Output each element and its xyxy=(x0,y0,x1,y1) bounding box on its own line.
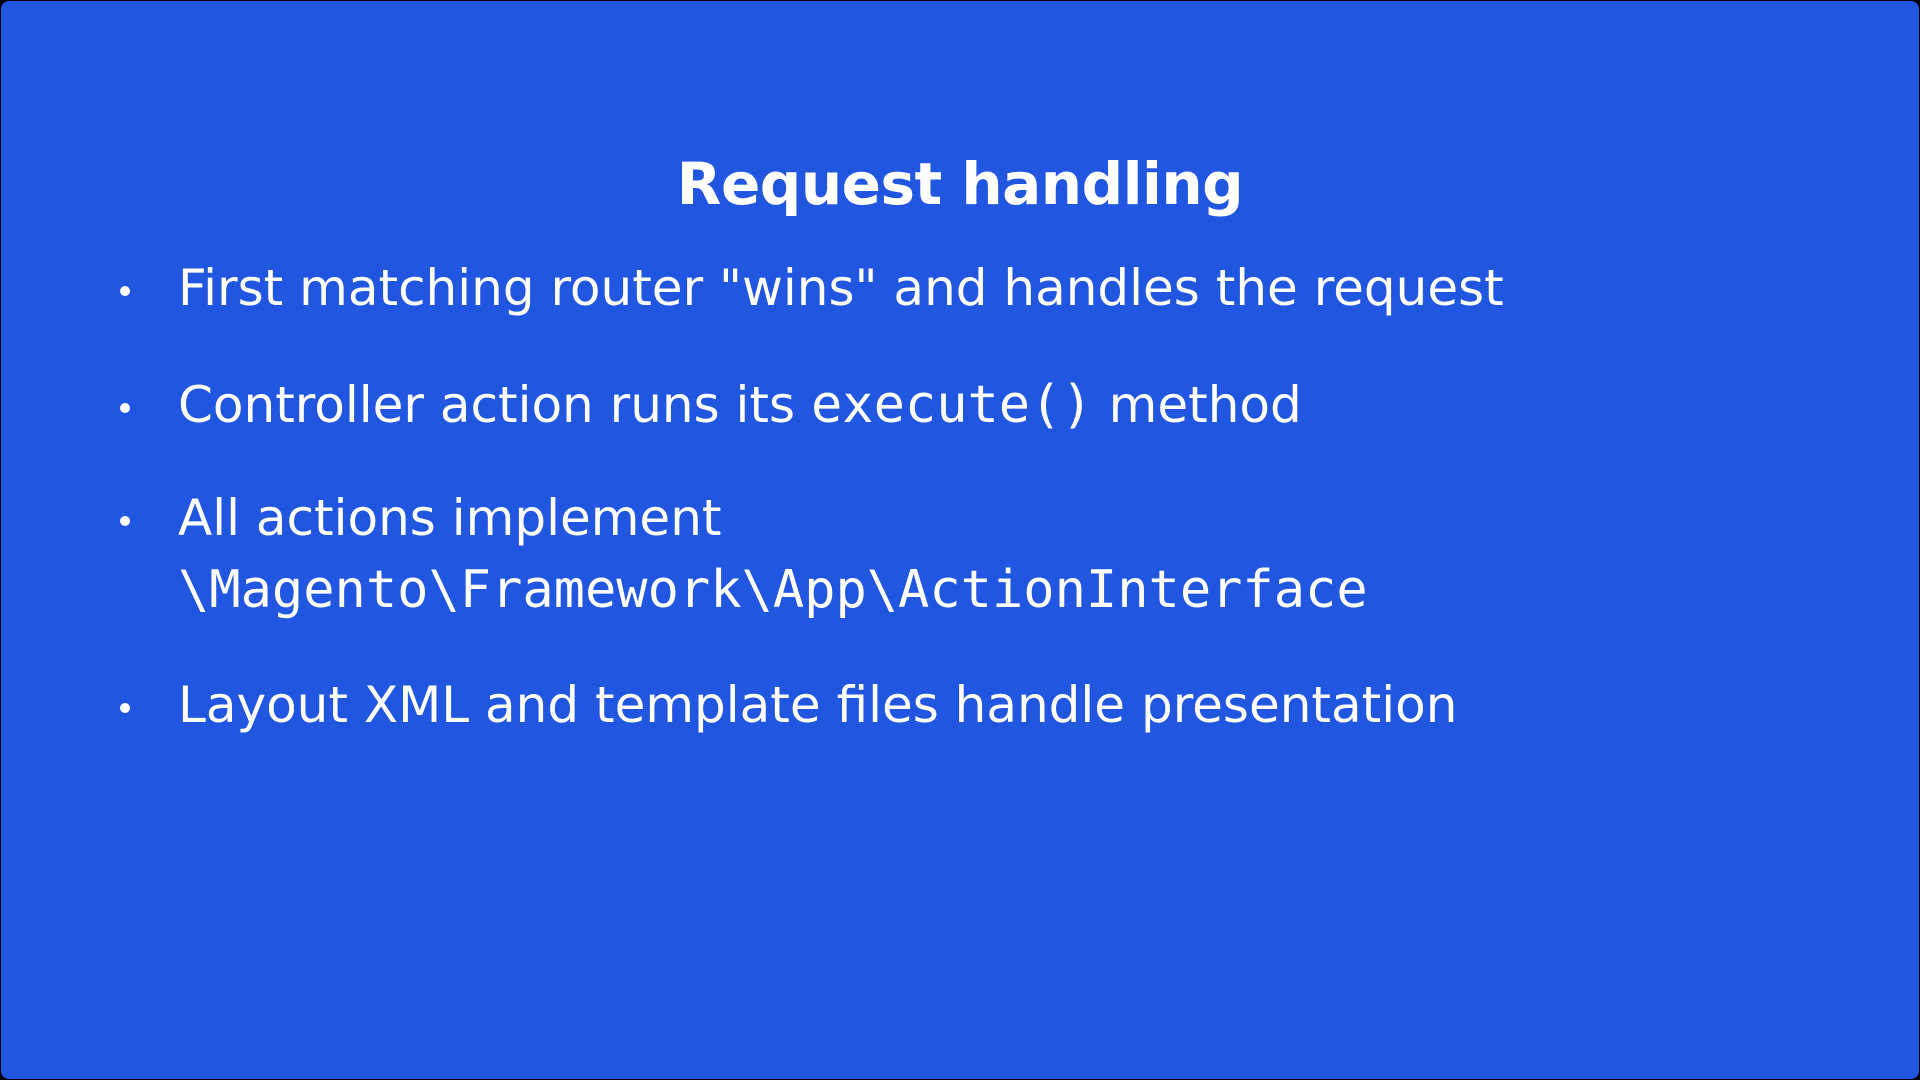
bullet-text: First matching router "wins" and handles… xyxy=(178,259,1504,317)
bullet-dot-icon xyxy=(120,403,130,413)
bullet-text-line: All actions implement xyxy=(178,489,722,547)
bullet-dot-icon xyxy=(120,703,130,713)
bullet-dot-icon xyxy=(120,286,130,296)
inline-code: execute() xyxy=(810,375,1093,435)
slide-title: Request handling xyxy=(676,149,1244,218)
bullet-text: All actions implement \Magento\Framework\… xyxy=(178,483,1368,625)
inline-code: \Magento\Framework\App\ActionInterface xyxy=(178,560,1368,620)
bullet-text-after-code: method xyxy=(1092,376,1302,434)
bullet-text: Controller action runs its execute() met… xyxy=(178,370,1302,440)
bullet-dot-icon xyxy=(120,516,130,526)
bullet-text-before-code: Controller action runs its xyxy=(178,376,811,434)
bullet-text: Layout XML and template files handle pre… xyxy=(178,676,1458,734)
